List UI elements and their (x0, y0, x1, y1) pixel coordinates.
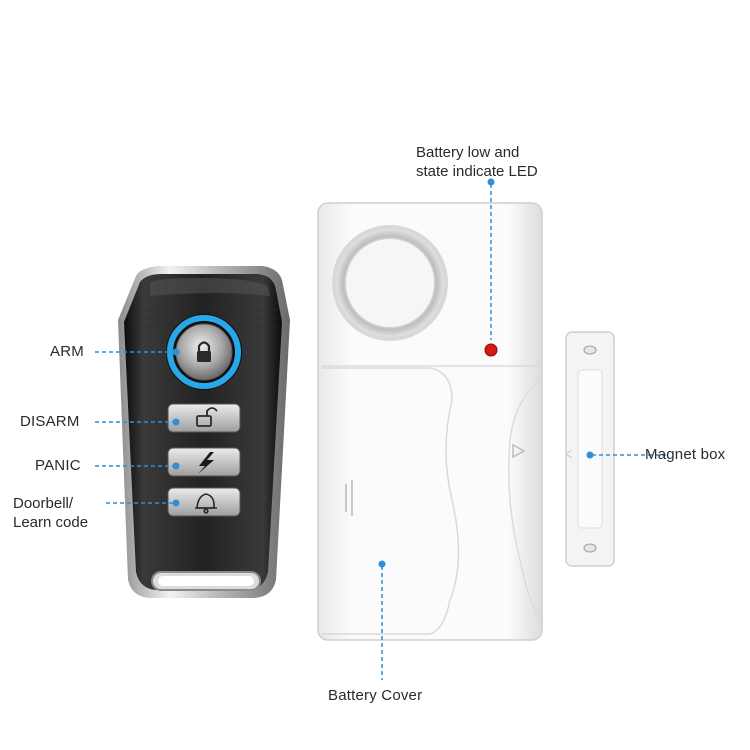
bell-icon (195, 493, 217, 514)
arm-button[interactable] (166, 314, 242, 390)
siren-speaker (332, 225, 448, 341)
remote-key-fob (118, 266, 290, 598)
doorbell-label: Doorbell/ Learn code (13, 494, 88, 532)
magnet-label: Magnet box (645, 446, 726, 463)
led-label-line1: Battery low and (416, 144, 520, 161)
side-curve (508, 379, 541, 621)
led-label: Battery low and state indicate LED (416, 143, 538, 181)
battery-cover-label: Battery Cover (328, 687, 423, 704)
panic-button[interactable] (167, 447, 241, 477)
doorbell-button[interactable] (167, 487, 241, 517)
doorbell-label-line2: Learn code (13, 514, 89, 531)
padlock-locked-icon (197, 341, 211, 362)
magnet-screw-hole-bottom (583, 543, 597, 553)
lightning-icon (198, 452, 214, 474)
arm-label: ARM (50, 343, 84, 360)
led-label-line2: state indicate LED (416, 163, 538, 180)
alignment-arrow (512, 443, 526, 459)
cover-grip (345, 480, 353, 516)
padlock-unlocked-icon (196, 407, 218, 427)
disarm-button[interactable] (167, 403, 241, 433)
magnet-screw-hole-top (583, 345, 597, 355)
doorbell-label-line1: Doorbell/ (13, 495, 74, 512)
disarm-label: DISARM (20, 413, 80, 430)
status-led (484, 343, 498, 357)
magnet-box (564, 331, 615, 567)
callouts (95, 178, 667, 680)
panic-label: PANIC (35, 457, 81, 474)
remote-top-shine (150, 278, 270, 296)
battery-cover-panel (322, 367, 460, 635)
door-alarm-unit (317, 202, 543, 641)
